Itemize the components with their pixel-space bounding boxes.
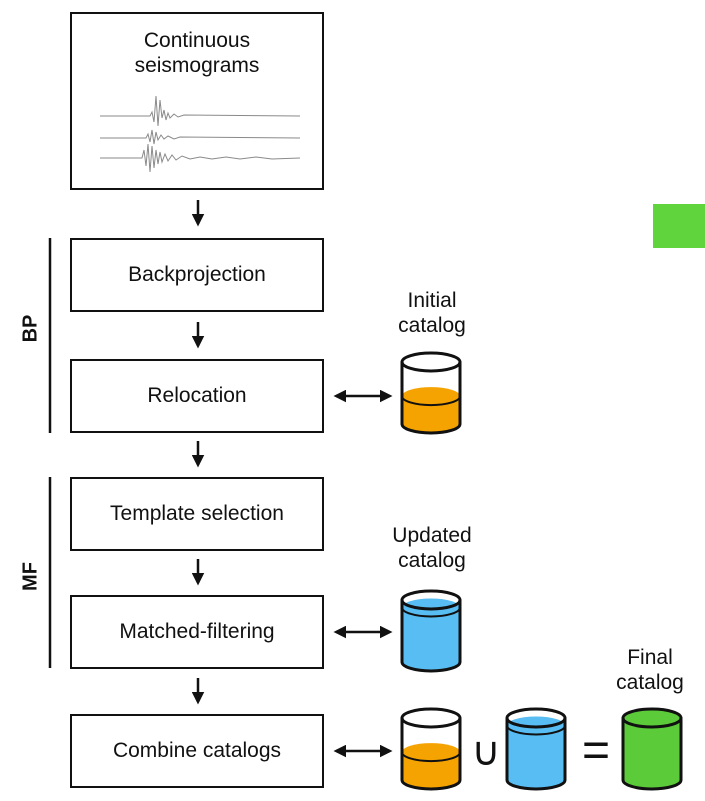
cylinder-outline (400, 362, 462, 435)
cylinder-outline (505, 718, 567, 791)
seismogram-traces (100, 95, 301, 173)
cylinder-rim (400, 707, 462, 729)
cylinder-outline (400, 718, 462, 791)
updated-catalog-cylinder (400, 589, 462, 673)
final-catalog-cylinder (621, 707, 683, 791)
combine-catalogs-box: Combine catalogs (70, 714, 324, 788)
relocation-box: Relocation (70, 359, 324, 433)
cylinder-rim (400, 351, 462, 373)
liquid-fill (402, 396, 460, 433)
backprojection-label: Backprojection (128, 263, 266, 287)
equals-symbol: = (581, 724, 611, 777)
liquid-fill (402, 752, 460, 789)
initial-catalog-cylinder (400, 351, 462, 435)
continuous-seismograms-box: Continuous seismograms (70, 12, 324, 190)
matched-filtering-label: Matched-filtering (119, 620, 275, 644)
initial-catalog-cylinder-small (400, 707, 462, 791)
cylinder-rim (621, 707, 683, 729)
updated-catalog-cylinder-small (505, 707, 567, 791)
liquid-surface (507, 716, 565, 735)
seismogram-trace-1 (100, 95, 301, 127)
liquid-surface (402, 743, 460, 762)
backprojection-box: Backprojection (70, 238, 324, 312)
combine-catalogs-label: Combine catalogs (112, 739, 282, 763)
liquid-line (401, 751, 461, 763)
liquid-surface (623, 709, 681, 727)
cylinder-rim (505, 707, 567, 729)
matched-filtering-box: Matched-filtering (70, 595, 324, 669)
initial-catalog-label: Initial catalog (398, 289, 466, 338)
updated-catalog-label: Updated catalog (392, 524, 472, 573)
cylinder-outline (400, 600, 462, 673)
liquid-line (506, 725, 566, 736)
cylinder-rim (400, 589, 462, 611)
final-catalog-label: Final catalog (616, 646, 684, 695)
green-tag (653, 204, 705, 248)
liquid-line (401, 395, 461, 407)
seismogram-trace-3 (100, 143, 301, 173)
liquid-surface (402, 387, 460, 406)
liquid-fill (507, 725, 565, 789)
cylinder-outline (621, 718, 683, 791)
continuous-seismograms-label: Continuous seismograms (134, 29, 260, 78)
union-symbol: ∪ (471, 730, 501, 774)
liquid-fill (623, 718, 681, 789)
liquid-fill (402, 607, 460, 671)
seismogram-trace-2 (100, 129, 301, 145)
relocation-label: Relocation (147, 384, 247, 408)
template-selection-box: Template selection (70, 477, 324, 551)
liquid-surface (402, 598, 460, 617)
liquid-line (401, 607, 461, 618)
template-selection-label: Template selection (110, 502, 284, 526)
